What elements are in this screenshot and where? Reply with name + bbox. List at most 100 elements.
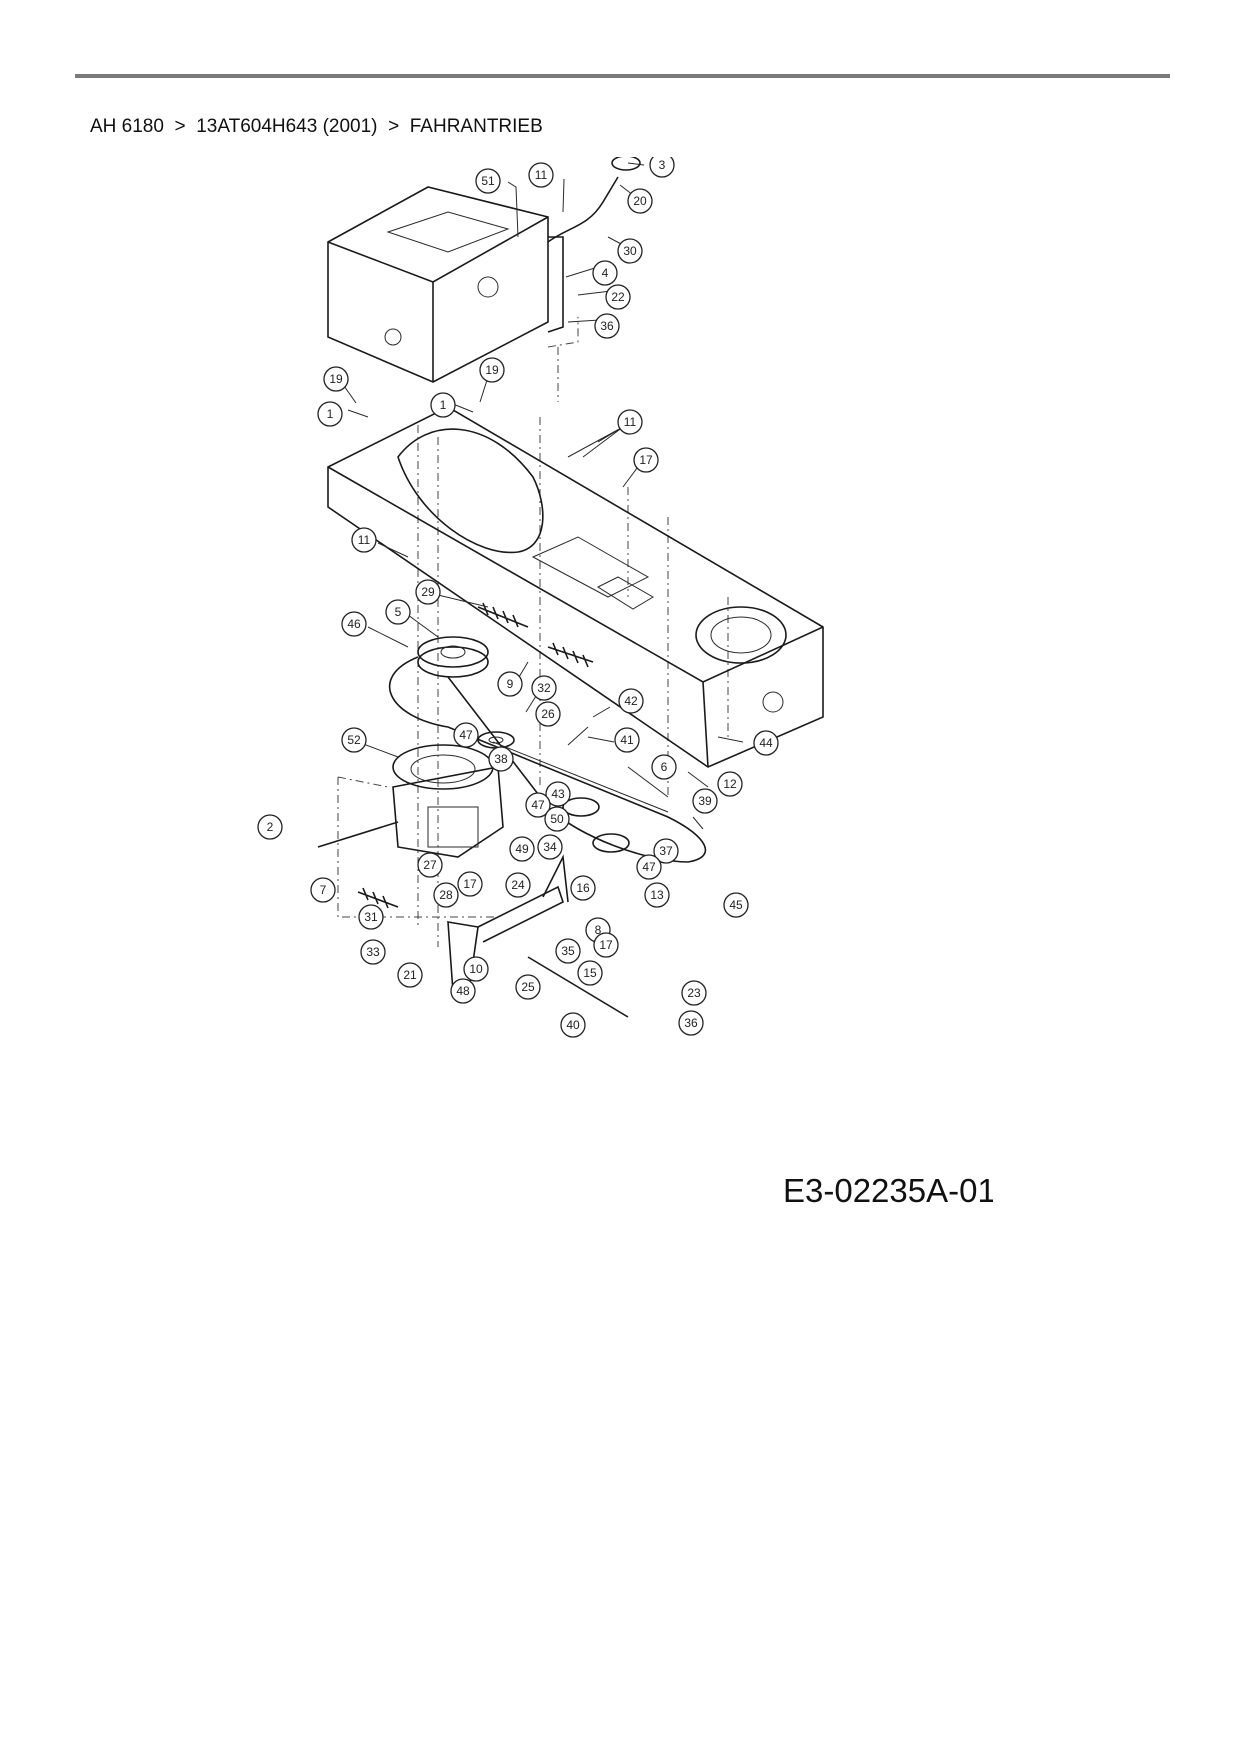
svg-text:19: 19 [485,363,499,377]
callout-38[interactable]: 38 [488,746,514,772]
callout-33[interactable]: 33 [360,939,386,965]
callout-47[interactable]: 47 [636,854,662,880]
callout-3[interactable]: 3 [649,157,675,178]
callout-20[interactable]: 20 [627,188,653,214]
callout-13[interactable]: 13 [644,882,670,908]
callout-15[interactable]: 15 [577,960,603,986]
callout-17[interactable]: 17 [633,447,659,473]
callout-47[interactable]: 47 [453,722,479,748]
transmission [317,766,504,858]
callout-36[interactable]: 36 [594,313,620,339]
svg-text:31: 31 [364,910,378,924]
diagram-code: E3-02235A-01 [783,1172,993,1209]
svg-text:30: 30 [623,244,637,258]
callout-10[interactable]: 10 [463,956,489,982]
svg-text:43: 43 [551,787,565,801]
leader-lines [341,162,744,830]
callout-47[interactable]: 47 [525,792,551,818]
callout-27[interactable]: 27 [417,852,443,878]
callout-24[interactable]: 24 [505,872,531,898]
callout-46[interactable]: 46 [341,611,367,637]
upper-support-box [327,186,564,383]
svg-text:38: 38 [494,752,508,766]
callout-48[interactable]: 48 [450,978,476,1004]
callout-34[interactable]: 34 [537,834,563,860]
callout-26[interactable]: 26 [535,701,561,727]
callout-31[interactable]: 31 [358,904,384,930]
callout-11[interactable]: 11 [351,527,377,553]
svg-text:51: 51 [481,174,495,188]
callout-4[interactable]: 4 [592,260,618,286]
callout-19[interactable]: 19 [323,366,349,392]
callout-22[interactable]: 22 [605,284,631,310]
svg-text:26: 26 [541,707,555,721]
svg-text:34: 34 [543,840,557,854]
svg-text:5: 5 [395,605,402,619]
callout-1[interactable]: 1 [317,401,343,427]
callout-32[interactable]: 32 [531,675,557,701]
callout-41[interactable]: 41 [614,727,640,753]
svg-text:33: 33 [366,945,380,959]
svg-text:49: 49 [515,842,529,856]
svg-text:4: 4 [602,266,609,280]
svg-text:46: 46 [347,617,361,631]
callout-28[interactable]: 28 [433,882,459,908]
callout-42[interactable]: 42 [618,688,644,714]
callout-49[interactable]: 49 [509,836,535,862]
callout-51[interactable]: 51 [475,168,501,194]
svg-text:39: 39 [698,794,712,808]
callout-35[interactable]: 35 [555,938,581,964]
svg-text:45: 45 [729,898,743,912]
svg-text:24: 24 [511,878,525,892]
callout-25[interactable]: 25 [515,974,541,1000]
svg-text:50: 50 [550,812,564,826]
callout-45[interactable]: 45 [723,892,749,918]
callout-36[interactable]: 36 [678,1010,704,1036]
callout-9[interactable]: 9 [497,671,523,697]
svg-text:44: 44 [759,736,773,750]
svg-text:8: 8 [595,923,602,937]
callout-17[interactable]: 17 [457,871,483,897]
callout-52[interactable]: 52 [341,727,367,753]
breadcrumb-part-number[interactable]: 13AT604H643 (2001) [196,116,378,137]
brake-bracket [447,854,629,1018]
svg-text:1: 1 [440,398,447,412]
breadcrumb-model[interactable]: AH 6180 [90,116,164,137]
top-divider [75,74,1170,78]
callout-12[interactable]: 12 [717,771,743,797]
callout-21[interactable]: 21 [397,962,423,988]
svg-text:29: 29 [421,585,435,599]
svg-text:15: 15 [583,966,597,980]
callout-39[interactable]: 39 [692,788,718,814]
callout-29[interactable]: 29 [415,579,441,605]
svg-text:37: 37 [659,844,673,858]
callout-44[interactable]: 44 [753,730,779,756]
svg-text:47: 47 [459,728,473,742]
callout-30[interactable]: 30 [617,238,643,264]
callout-37[interactable]: 37 [653,838,679,864]
svg-text:28: 28 [439,888,453,902]
callout-43[interactable]: 43 [545,781,571,807]
callout-11[interactable]: 11 [617,409,643,435]
svg-text:12: 12 [723,777,737,791]
drive-belt [388,656,707,863]
exploded-parts-diagram: 51 11 3 20 30 4 22 36 19 1 19 1 11 17 11… [248,157,993,1215]
callout-11[interactable]: 11 [528,162,554,188]
callout-17[interactable]: 17 [593,932,619,958]
svg-text:9: 9 [507,677,514,691]
callout-1[interactable]: 1 [430,392,456,418]
callout-50[interactable]: 50 [544,806,570,832]
callout-7[interactable]: 7 [310,877,336,903]
callout-2[interactable]: 2 [257,814,283,840]
svg-text:1: 1 [327,407,334,421]
callout-19[interactable]: 19 [479,357,505,383]
callout-5[interactable]: 5 [385,599,411,625]
callout-6[interactable]: 6 [651,754,677,780]
callout-23[interactable]: 23 [681,980,707,1006]
idler-pulley-lower [562,797,630,853]
svg-text:36: 36 [684,1016,698,1030]
svg-text:48: 48 [456,984,470,998]
callout-16[interactable]: 16 [570,875,596,901]
breadcrumb-separator: > [174,116,186,137]
callout-40[interactable]: 40 [560,1012,586,1038]
